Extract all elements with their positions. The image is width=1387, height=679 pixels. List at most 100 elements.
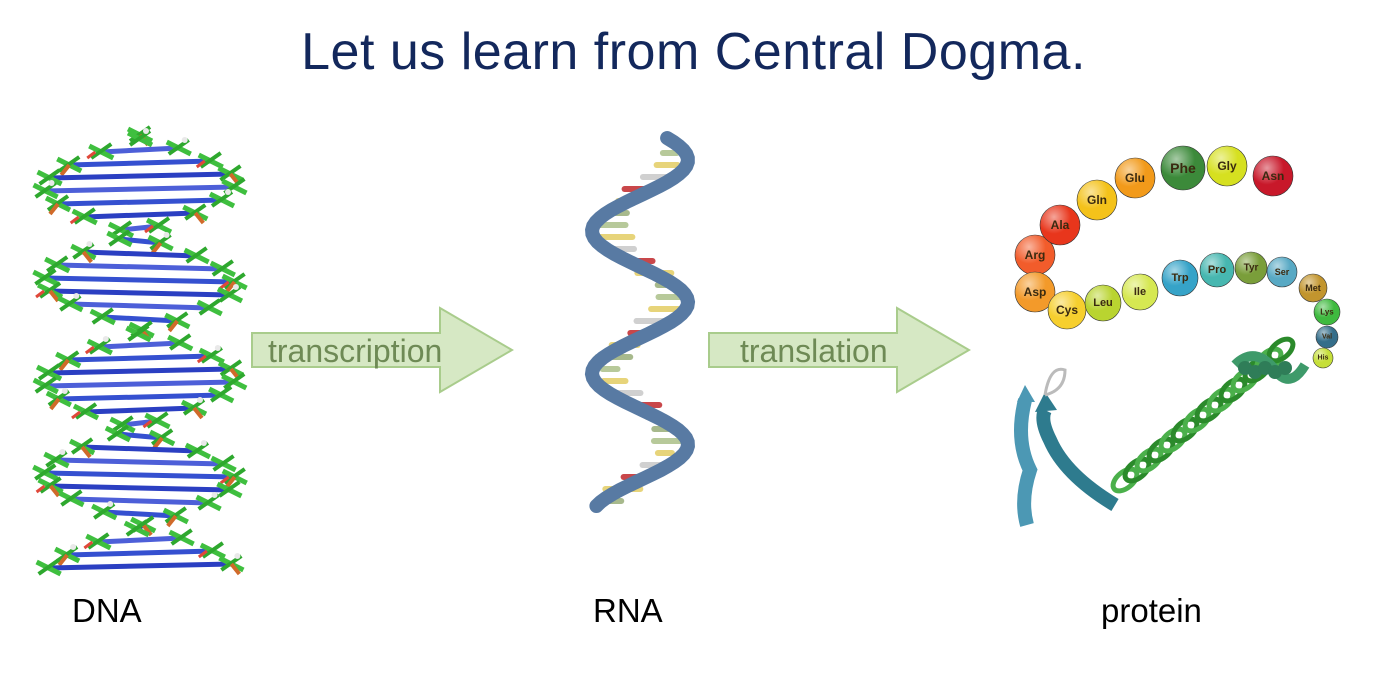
dna-backbone-node xyxy=(91,501,118,521)
dna-backbone-node xyxy=(216,284,244,304)
dna-base-pair xyxy=(55,197,225,207)
dna-backbone-node xyxy=(35,558,62,577)
dna-backbone-node xyxy=(195,492,222,512)
transcription-arrow xyxy=(251,306,514,394)
amino-acid-glu: Glu xyxy=(1114,157,1156,199)
dna-backbone-node xyxy=(209,259,236,278)
amino-acid-ser: Ser xyxy=(1266,256,1298,288)
dna-backbone-node xyxy=(195,151,224,170)
dna-backbone-node xyxy=(83,532,112,551)
dna-backbone-node xyxy=(54,544,81,567)
svg-text:Cys: Cys xyxy=(1056,303,1078,317)
dna-backbone-node xyxy=(162,506,189,528)
translation-arrow xyxy=(708,306,971,394)
amino-acid-cys: Cys xyxy=(1047,290,1087,330)
dna-base-pair xyxy=(82,210,198,220)
dna-backbone-node xyxy=(184,440,212,460)
dna-backbone-node xyxy=(32,268,59,287)
dna-backbone-node xyxy=(32,376,59,395)
alpha-helix xyxy=(1110,336,1310,494)
dna-backbone-node xyxy=(35,476,64,498)
dna-base-pair xyxy=(53,457,227,467)
dna-backbone-node xyxy=(104,424,131,443)
dna-base-pair xyxy=(80,249,200,259)
dna-backbone-node xyxy=(216,480,243,499)
dna-base-pair xyxy=(43,379,237,389)
dna-backbone-node xyxy=(44,194,72,216)
dna-backbone-node xyxy=(84,336,113,356)
svg-text:Phe: Phe xyxy=(1170,160,1196,176)
amino-acid-trp: Trp xyxy=(1161,259,1199,297)
dna-base-pair xyxy=(100,314,180,324)
svg-text:Ile: Ile xyxy=(1134,286,1146,298)
dna-backbone-node xyxy=(142,411,171,430)
dna-base-pair xyxy=(47,171,233,181)
dna-backbone-node xyxy=(71,402,100,421)
amino-acid-pro: Pro xyxy=(1199,252,1235,288)
dna-backbone-node xyxy=(197,541,226,560)
dna-base-pair xyxy=(46,561,234,571)
svg-text:Arg: Arg xyxy=(1025,248,1046,262)
dna-base-pair xyxy=(65,353,215,363)
transcription-label: transcription xyxy=(268,333,443,369)
rna-label: RNA xyxy=(593,592,663,629)
rna-base xyxy=(654,450,675,456)
dna-backbone-node xyxy=(123,519,150,538)
dna-backbone-node xyxy=(219,467,248,489)
rna-helix-illustration xyxy=(584,131,696,513)
dna-base-pair xyxy=(47,288,233,298)
dna-base-pair xyxy=(42,275,238,285)
dna-backbone-node xyxy=(32,463,59,482)
amino-acid-phe: Phe xyxy=(1160,145,1206,191)
svg-text:Lys: Lys xyxy=(1320,308,1334,317)
dna-backbone-node xyxy=(68,437,96,459)
protein-label: protein xyxy=(1101,592,1202,629)
dna-backbone-node xyxy=(56,155,83,177)
dna-base-pair xyxy=(66,158,214,168)
dna-backbone-node xyxy=(106,229,133,248)
dna-backbone-node xyxy=(164,311,191,333)
dna-base-pair xyxy=(64,548,216,558)
dna-backbone-node xyxy=(147,232,174,255)
dna-backbone-node xyxy=(86,142,115,161)
dna-base-pair xyxy=(42,470,238,480)
dna-backbone-node xyxy=(218,553,245,576)
dna-backbone-node xyxy=(149,428,176,450)
dna-backbone-node xyxy=(168,528,195,547)
amino-acid-gly: Gly xyxy=(1206,145,1248,187)
rna-base xyxy=(600,378,629,384)
svg-text:Asp: Asp xyxy=(1024,285,1047,299)
dna-backbone-node xyxy=(44,255,71,274)
dna-backbone-node xyxy=(196,298,223,317)
dna-backbone-node xyxy=(180,397,208,420)
svg-text:Met: Met xyxy=(1305,283,1321,293)
dna-base-pair xyxy=(97,340,183,350)
dna-backbone-node xyxy=(89,307,116,326)
amino-acid-met: Met xyxy=(1298,273,1328,303)
dna-backbone-node xyxy=(35,281,64,303)
amino-acid-his: His xyxy=(1312,347,1334,369)
dna-base-pair xyxy=(115,431,165,441)
svg-text:Glu: Glu xyxy=(1125,171,1145,185)
dna-base-pair xyxy=(101,509,179,519)
dna-backbone-node xyxy=(125,324,152,343)
svg-text:Gln: Gln xyxy=(1087,193,1107,207)
dna-backbone-node xyxy=(57,293,84,313)
dna-base-pair xyxy=(43,184,237,194)
dna-molecule-illustration xyxy=(32,125,248,577)
svg-text:Trp: Trp xyxy=(1171,272,1188,284)
amino-acid-asn: Asn xyxy=(1252,155,1294,197)
dna-backbone-node xyxy=(45,388,72,411)
dna-backbone-node xyxy=(35,363,63,382)
dna-backbone-node xyxy=(32,180,59,200)
dna-backbone-node xyxy=(221,372,248,391)
dna-base-pair xyxy=(98,145,182,155)
dna-backbone-node xyxy=(70,241,97,264)
dna-backbone-node xyxy=(144,216,173,235)
dna-base-pair xyxy=(48,483,232,493)
amino-acid-tyr: Tyr xyxy=(1234,251,1268,285)
dna-backbone-node xyxy=(196,345,225,365)
dna-backbone-node xyxy=(126,128,154,148)
dna-base-pair xyxy=(79,444,201,454)
